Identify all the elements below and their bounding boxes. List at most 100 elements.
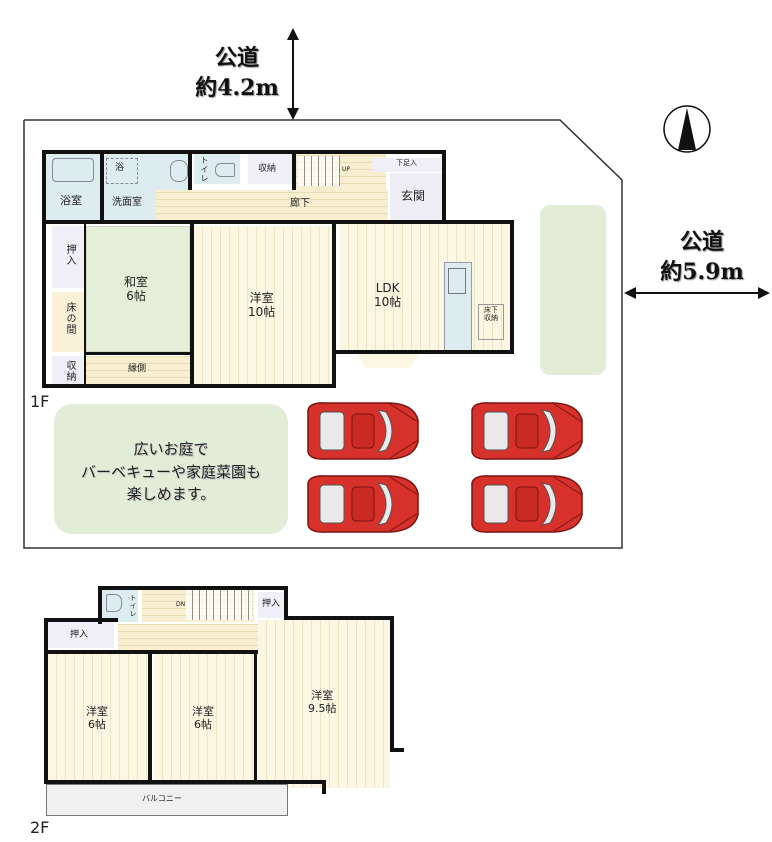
wall bbox=[390, 616, 394, 752]
label-bath: 浴室 bbox=[60, 194, 82, 207]
car-icon bbox=[302, 400, 420, 462]
balcony bbox=[46, 784, 288, 816]
label-2f-yoshitsu-a: 洋室 6帖 bbox=[86, 705, 108, 731]
room-hallway bbox=[156, 190, 388, 220]
room-ldk bbox=[340, 224, 514, 352]
label-washroom: 洗面室 bbox=[112, 197, 142, 208]
car-icon bbox=[466, 473, 584, 535]
label-hallway: 廊下 bbox=[290, 198, 310, 209]
green-strip bbox=[540, 205, 606, 375]
sink-icon bbox=[170, 160, 188, 182]
wall bbox=[42, 150, 446, 154]
label-engawa: 縁側 bbox=[128, 364, 147, 374]
wall bbox=[42, 384, 336, 388]
garden-area: 広いお庭で バーベキューや家庭菜園も 楽しめます。 bbox=[54, 404, 288, 534]
wall bbox=[332, 224, 336, 388]
east-road-label: 公道 約5.9m bbox=[652, 228, 752, 287]
wall bbox=[42, 220, 512, 224]
bathtub-icon bbox=[52, 158, 94, 182]
wall bbox=[42, 150, 46, 388]
stairs-treads bbox=[298, 156, 340, 186]
room-storage-top bbox=[248, 154, 292, 184]
wall bbox=[284, 586, 288, 620]
car-icon bbox=[466, 400, 584, 462]
label-shoe-closet: 下足入 bbox=[396, 159, 417, 167]
east-road-name: 公道 bbox=[679, 229, 724, 255]
east-road-width: 約5.9m bbox=[660, 258, 744, 285]
label-stairs-up: UP bbox=[342, 166, 351, 173]
garden-text: 広いお庭で バーベキューや家庭菜園も 楽しめます。 bbox=[80, 440, 261, 503]
label-balcony: バルコニー bbox=[142, 794, 182, 803]
room-yoshitsu bbox=[194, 226, 332, 386]
label-stairs-down: DN bbox=[176, 601, 186, 608]
wall bbox=[284, 780, 326, 784]
room-engawa bbox=[86, 356, 190, 384]
label-ldk: LDK 10帖 bbox=[374, 281, 402, 309]
stove-icon bbox=[448, 268, 466, 294]
room-2f-yoshitsu-b bbox=[154, 654, 254, 780]
east-road-arrow-icon bbox=[624, 287, 770, 299]
car-icon bbox=[302, 473, 420, 535]
label-washitsu: 和室 6帖 bbox=[124, 275, 149, 303]
wall bbox=[98, 586, 102, 624]
wall bbox=[336, 350, 514, 354]
room-2f-yoshitsu-a bbox=[48, 654, 148, 780]
wall bbox=[86, 352, 192, 355]
wall bbox=[292, 152, 296, 190]
wall bbox=[510, 220, 514, 354]
room-2f-yoshitsu-c bbox=[258, 620, 390, 788]
toilet-icon bbox=[106, 594, 122, 612]
wall bbox=[390, 748, 404, 752]
label-tokonoma: 床の間 bbox=[64, 302, 75, 335]
wall bbox=[44, 780, 290, 784]
label-shower: 浴 bbox=[115, 163, 125, 173]
shower-icon bbox=[106, 158, 138, 184]
room-storage-small bbox=[52, 356, 84, 384]
label-toilet: トイレ bbox=[200, 156, 209, 183]
wall bbox=[322, 780, 326, 794]
bay-window bbox=[356, 352, 420, 368]
room-oshiire bbox=[52, 226, 84, 288]
label-2f-toilet: トイレ bbox=[129, 594, 137, 618]
room-washitsu bbox=[86, 226, 190, 352]
wall bbox=[44, 618, 118, 622]
wall bbox=[44, 650, 258, 654]
north-arrow-icon bbox=[663, 105, 711, 153]
label-entrance: 玄関 bbox=[401, 189, 426, 203]
wall bbox=[284, 616, 392, 620]
wall bbox=[254, 652, 257, 782]
wall bbox=[44, 618, 48, 784]
wall bbox=[100, 152, 104, 220]
wall bbox=[148, 652, 152, 782]
room-2f-oshiire-right bbox=[258, 592, 284, 618]
label-2f-oshiire-left: 押入 bbox=[70, 630, 89, 640]
floor-2-tag: 2F bbox=[30, 818, 50, 837]
room-entrance bbox=[390, 173, 444, 221]
label-2f-yoshitsu-b: 洋室 6帖 bbox=[192, 705, 214, 731]
label-underfloor-storage: 床下 収納 bbox=[484, 306, 498, 323]
label-yoshitsu: 洋室 10帖 bbox=[248, 291, 276, 319]
stairs-treads bbox=[186, 590, 252, 620]
label-storage-small: 収納 bbox=[64, 360, 75, 382]
wall bbox=[188, 152, 192, 190]
north-road-arrow-icon bbox=[287, 28, 299, 120]
north-road-name: 公道 bbox=[214, 45, 259, 71]
floor-1-tag: 1F bbox=[30, 392, 50, 411]
north-road-width: 約4.2m bbox=[195, 74, 279, 101]
label-2f-oshiire-right: 押入 bbox=[262, 599, 281, 609]
room-2f-oshiire-left bbox=[48, 622, 114, 648]
wall bbox=[442, 150, 446, 222]
label-storage-top: 収納 bbox=[258, 164, 277, 174]
wall bbox=[190, 222, 194, 386]
room-toilet bbox=[194, 154, 240, 184]
room-bath bbox=[44, 152, 102, 220]
north-road-label: 公道 約4.2m bbox=[192, 44, 282, 103]
wall bbox=[98, 586, 288, 590]
wall bbox=[84, 222, 86, 386]
label-2f-yoshitsu-c: 洋室 9.5帖 bbox=[308, 689, 337, 715]
label-oshiire: 押入 bbox=[64, 244, 75, 266]
underfloor-storage bbox=[478, 304, 504, 340]
toilet-icon bbox=[215, 163, 235, 177]
room-shoe-closet bbox=[372, 158, 444, 172]
